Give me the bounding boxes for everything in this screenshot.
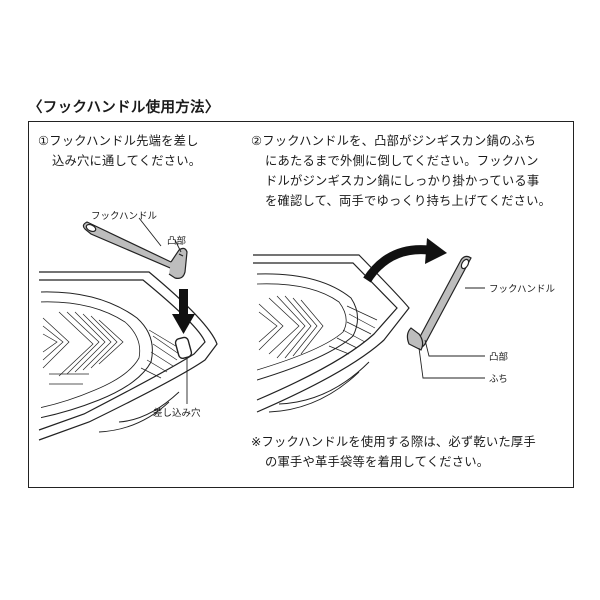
safety-note-line-1: ※フックハンドルを使用する際は、必ず乾いた厚手 (251, 435, 536, 449)
step-2-line-4: を確認して、両手でゆっくり持ち上げてください。 (265, 194, 552, 208)
label-rim: ふち (489, 374, 508, 385)
step-2-line-2: にあたるまで外側に倒してください。フックハン (265, 154, 539, 168)
label-protrusion-left: 凸部 (167, 236, 187, 247)
label-hook-handle-left: フックハンドル (91, 211, 158, 222)
label-protrusion-right: 凸部 (489, 352, 509, 363)
step-1-line-2: 込み穴に通してください。 (52, 154, 202, 168)
hook-handle-left (82, 221, 188, 279)
hook-handle-right (406, 255, 472, 351)
step-2-line-1: ②フックハンドルを、凸部がジンギスカン鍋のふち (251, 134, 537, 148)
label-hook-handle-right: フックハンドル (489, 284, 556, 295)
step-2-instruction: ②フックハンドルを、凸部がジンギスカン鍋のふち にあたるまで外側に倒してください… (251, 131, 571, 211)
step-2-line-3: ドルがジンギスカン鍋にしっかり掛かっている事 (265, 174, 540, 188)
instruction-panel: ①フックハンドル先端を差し 込み穴に通してください。 ②フックハンドルを、凸部が… (28, 121, 574, 488)
pan-illustration-right (253, 238, 447, 413)
safety-note: ※フックハンドルを使用する際は、必ず乾いた厚手 の軍手や革手袋等を着用してくださ… (251, 432, 536, 472)
safety-note-line-2: の軍手や革手袋等を着用してください。 (265, 455, 490, 469)
pan-illustration-left (38, 271, 218, 441)
label-insertion-hole: 差し込み穴 (153, 408, 201, 419)
step-1-instruction: ①フックハンドル先端を差し 込み穴に通してください。 (38, 131, 228, 171)
illustrations (38, 217, 485, 441)
page-title: 〈フックハンドル使用方法〉 (28, 100, 220, 116)
step-1-line-1: ①フックハンドル先端を差し (38, 134, 199, 148)
